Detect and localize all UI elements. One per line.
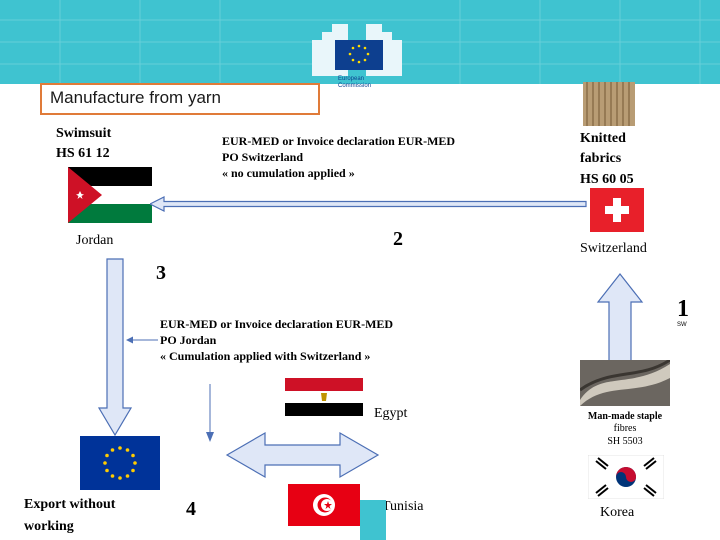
- step-4: 4: [186, 498, 196, 520]
- korea-product-line1: Man-made staple: [587, 411, 663, 422]
- egypt-label: Egypt: [374, 406, 408, 421]
- title-box: [40, 83, 320, 115]
- pointer-arrow: [126, 336, 158, 344]
- korea-sh: SH 5503: [607, 436, 643, 447]
- eu-commission-logo: [335, 40, 383, 70]
- step-3: 3: [156, 262, 166, 284]
- proof2-line1: EUR-MED or Invoice declaration EUR-MED: [160, 317, 394, 331]
- tunisia-label: Tunisia: [382, 499, 424, 514]
- korea-product-line2: fibres: [613, 423, 637, 434]
- swiss-product-line1: Knitted: [580, 131, 626, 146]
- korea-flag-icon: [588, 455, 664, 499]
- jordan-flag-icon: [68, 167, 152, 223]
- step-2: 2: [393, 228, 403, 250]
- arrow-jordan-to-eu: [98, 258, 132, 436]
- fibres-photo: [580, 360, 670, 406]
- korea-label: Korea: [600, 505, 635, 520]
- swiss-flag-icon: [590, 188, 644, 232]
- tunisia-flag-icon: [288, 484, 360, 526]
- step-1-sub: SW: [677, 322, 687, 328]
- proof2-line3: « Cumulation applied with Switzerland »: [160, 349, 371, 363]
- footer-logo-fragment: [360, 500, 386, 540]
- proof1-line3: « no cumulation applied »: [222, 166, 355, 180]
- proof1-line1: EUR-MED or Invoice declaration EUR-MED: [222, 134, 456, 148]
- eu-label-line1: Export without: [24, 497, 116, 512]
- eu-flag-icon: [80, 436, 160, 490]
- swiss-label: Switzerland: [580, 241, 647, 256]
- double-arrow-egypt-tunisia: [225, 431, 380, 479]
- jordan-product: Swimsuit: [56, 126, 112, 141]
- swiss-product-line2: fabrics: [580, 151, 622, 166]
- logo-text: European Commission: [338, 76, 372, 89]
- proof2-line2: PO Jordan: [160, 333, 217, 347]
- eu-label-line2: working: [24, 519, 74, 534]
- egypt-flag-icon: [285, 378, 363, 416]
- swiss-hs: HS 60 05: [580, 172, 634, 187]
- arrow-swiss-to-jordan: [150, 196, 587, 212]
- fabric-photo: [583, 82, 635, 126]
- page-title: Manufacture from yarn: [50, 88, 222, 107]
- arrow-korea-to-swiss: [596, 273, 644, 367]
- step-1: 1: [677, 296, 689, 322]
- jordan-hs: HS 61 12: [56, 146, 110, 161]
- thin-arrow: [206, 384, 214, 442]
- proof1-line2: PO Switzerland: [222, 150, 303, 164]
- jordan-label: Jordan: [76, 233, 114, 248]
